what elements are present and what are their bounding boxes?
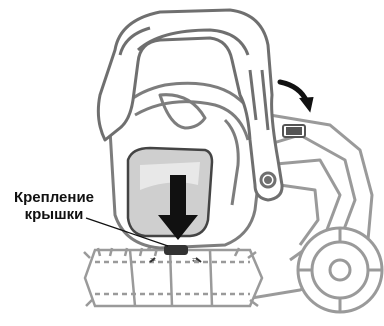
svg-text:⇄: ⇄ <box>192 257 198 264</box>
callout-label: Крепление крышки <box>4 189 104 223</box>
callout-label-line1: Крепление <box>4 189 104 206</box>
brush-roller <box>84 248 262 306</box>
wheel <box>298 228 382 312</box>
svg-text:⇄: ⇄ <box>150 257 156 264</box>
callout-label-line2: крышки <box>4 206 104 223</box>
curved-arrow-icon <box>280 82 314 113</box>
side-latch <box>283 125 305 137</box>
